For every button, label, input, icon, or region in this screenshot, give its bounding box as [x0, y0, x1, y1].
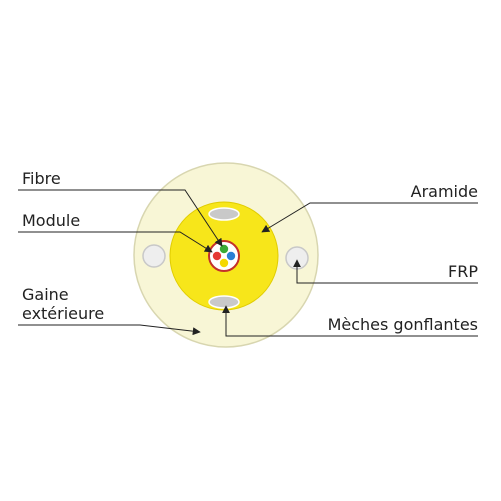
label-gaine-line1: Gaine [22, 285, 69, 304]
fiber-red [212, 251, 222, 261]
module-leader [18, 231, 213, 253]
label-module: Module [22, 211, 80, 230]
fiber-green [219, 244, 229, 254]
meches-leader [222, 305, 478, 337]
fibre-leader [18, 189, 223, 247]
label-aramide: Aramide [411, 182, 478, 201]
swell-yarn-bottom [208, 295, 240, 309]
frp-rod-left [142, 244, 166, 268]
label-fibre: Fibre [22, 169, 61, 188]
label-meches-gonflantes: Mèches gonflantes [328, 315, 478, 334]
fiber-blue [226, 251, 236, 261]
fiber-yellow [219, 258, 229, 268]
label-gaine-line2: extérieure [22, 304, 104, 323]
label-frp: FRP [448, 262, 478, 281]
swell-yarn-top [208, 207, 240, 221]
frp-leader [293, 259, 478, 284]
aramide-leader [261, 202, 478, 233]
module-tube [208, 240, 240, 272]
gaine-leader [18, 324, 201, 336]
